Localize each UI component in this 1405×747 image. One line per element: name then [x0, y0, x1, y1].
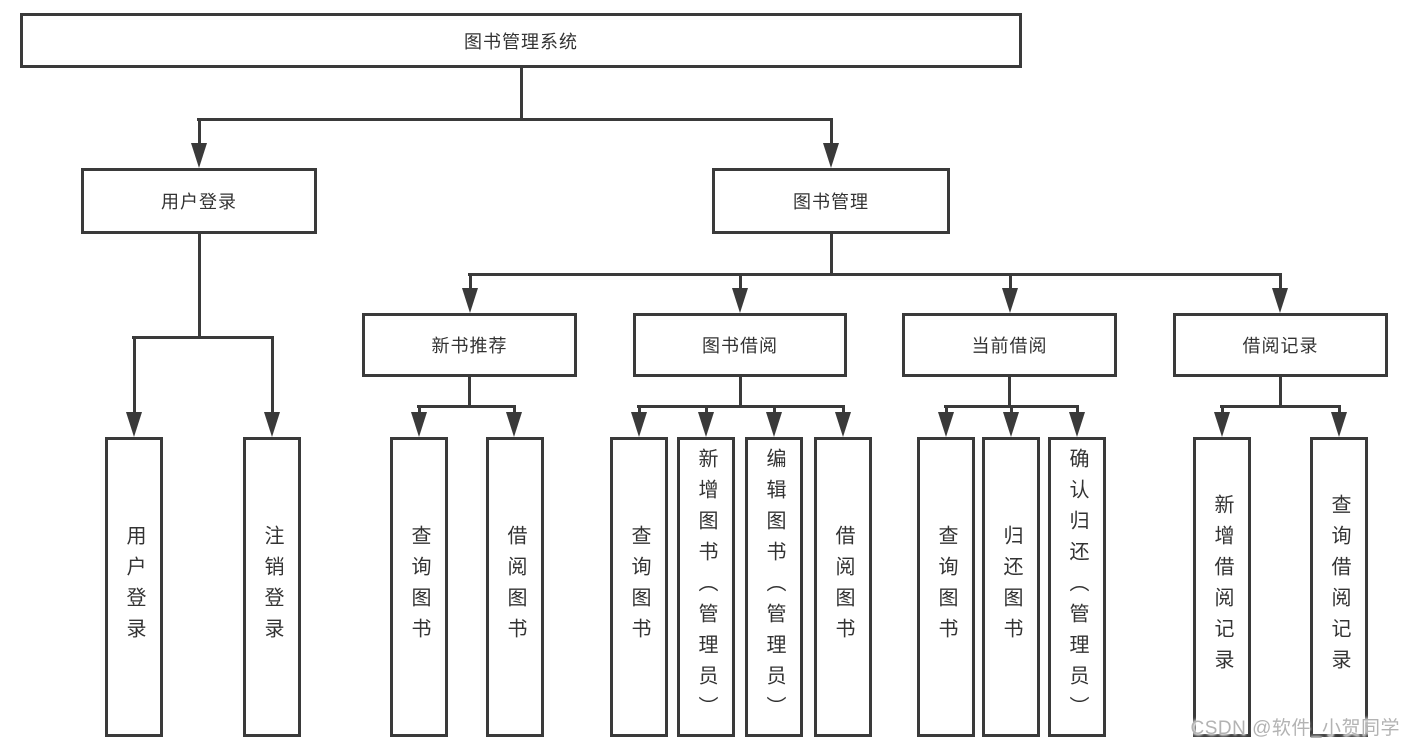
connector-user-login-horizontal	[132, 336, 273, 339]
arrowhead-down-to-query-borrow-record	[1331, 412, 1347, 437]
connector-arrow-shaft	[1278, 273, 1282, 291]
leaf-add-books-admin-box: 新增图书（管理员）	[677, 437, 735, 737]
connector-arrow-shaft	[468, 273, 472, 291]
connector-root-horizontal	[197, 118, 833, 121]
leaf-query-books-borrowing-box: 查询图书	[610, 437, 668, 737]
connector-arrow-shaft	[1220, 405, 1224, 415]
connector-arrow-shaft	[1337, 405, 1341, 415]
connector-arrow-shaft	[1075, 405, 1079, 415]
leaf-edit-books-admin-box: 编辑图书（管理员）	[745, 437, 803, 737]
connector-arrow-shaft	[830, 118, 833, 148]
connector-records-vertical	[1279, 377, 1282, 408]
book-management-box-label: 图书管理	[793, 192, 869, 212]
connector-arrow-shaft	[704, 405, 708, 415]
leaf-query-books-borrowing-label: 查询图书	[628, 525, 650, 649]
current-borrowing-label: 当前借阅	[971, 336, 1048, 356]
arrowhead-down-to-leaf-logout	[264, 412, 280, 437]
arrowhead-down-to-borrowing-records	[1272, 288, 1288, 313]
connector-arrow-shaft	[1009, 405, 1013, 415]
arrowhead-down-to-book-management	[823, 143, 839, 168]
leaf-borrow-books-borrowing-label: 借阅图书	[832, 525, 854, 649]
connector-arrow-shaft	[637, 405, 641, 415]
arrowhead-down-to-leaf-user-login	[126, 412, 142, 437]
arrowhead-down-to-borrow-books-recommend	[506, 412, 522, 437]
user-login-box-label: 用户登录	[161, 192, 237, 212]
connector-root-vertical	[520, 66, 523, 121]
arrowhead-down-to-confirm-return-admin	[1069, 412, 1085, 437]
leaf-add-borrow-record-label: 新增借阅记录	[1211, 494, 1233, 680]
leaf-add-books-admin-label: 新增图书（管理员）	[695, 447, 717, 727]
leaf-query-borrow-record-box: 查询借阅记录	[1310, 437, 1368, 737]
arrowhead-down-to-borrow-books-borrowing	[835, 412, 851, 437]
connector-new-book-vertical	[468, 377, 471, 408]
connector-arrow-shaft	[772, 405, 776, 415]
leaf-return-books-label: 归还图书	[1000, 525, 1022, 649]
leaf-query-books-current-box: 查询图书	[917, 437, 975, 737]
leaf-logout-label: 注销登录	[261, 525, 283, 649]
leaf-logout-box: 注销登录	[243, 437, 301, 737]
current-borrowing-box: 当前借阅	[902, 313, 1117, 377]
connector-current-vertical	[1008, 377, 1011, 408]
leaf-confirm-return-admin-box: 确认归还（管理员）	[1048, 437, 1106, 737]
arrowhead-down-to-book-borrowing	[732, 288, 748, 313]
connector-borrowing-horizontal	[637, 405, 844, 408]
arrowhead-down-to-query-books-borrowing	[631, 412, 647, 437]
leaf-query-books-recommend-box: 查询图书	[390, 437, 448, 737]
leaf-confirm-return-admin-label: 确认归还（管理员）	[1066, 447, 1088, 727]
leaf-query-borrow-record-label: 查询借阅记录	[1328, 494, 1350, 680]
arrowhead-down-to-return-books	[1003, 412, 1019, 437]
leaf-return-books-box: 归还图书	[982, 437, 1040, 737]
connector-arrow-shaft	[271, 336, 274, 416]
connector-new-book-horizontal	[417, 405, 516, 408]
book-management-box: 图书管理	[712, 168, 950, 234]
root-box-label: 图书管理系统	[464, 31, 578, 52]
root-box-library-management-system: 图书管理系统	[20, 13, 1022, 68]
connector-arrow-shaft	[512, 405, 516, 415]
leaf-borrow-books-recommend-label: 借阅图书	[504, 525, 526, 649]
leaf-user-login-box: 用户登录	[105, 437, 163, 737]
leaf-query-books-recommend-label: 查询图书	[408, 525, 430, 649]
leaf-user-login-label: 用户登录	[123, 525, 145, 649]
arrowhead-down-to-new-book-recommend	[462, 288, 478, 313]
connector-arrow-shaft	[133, 336, 136, 416]
leaf-borrow-books-borrowing-box: 借阅图书	[814, 437, 872, 737]
connector-arrow-shaft	[944, 405, 948, 415]
arrowhead-down-to-edit-books-admin	[766, 412, 782, 437]
arrowhead-down-to-add-borrow-record	[1214, 412, 1230, 437]
connector-book-management-vertical	[830, 234, 833, 276]
leaf-edit-books-admin-label: 编辑图书（管理员）	[763, 447, 785, 727]
user-login-box: 用户登录	[81, 168, 317, 234]
book-borrowing-label: 图书借阅	[702, 336, 778, 356]
arrowhead-down-to-user-login	[191, 143, 207, 168]
new-book-recommend-label: 新书推荐	[431, 336, 508, 356]
arrowhead-down-to-query-books-recommend	[411, 412, 427, 437]
connector-arrow-shaft	[841, 405, 845, 415]
new-book-recommend-box: 新书推荐	[362, 313, 577, 377]
leaf-borrow-books-recommend-box: 借阅图书	[486, 437, 544, 737]
connector-records-horizontal	[1220, 405, 1341, 408]
connector-book-management-horizontal	[468, 273, 1282, 276]
leaf-add-borrow-record-box: 新增借阅记录	[1193, 437, 1251, 737]
connector-arrow-shaft	[198, 118, 201, 148]
connector-arrow-shaft	[738, 273, 742, 291]
borrowing-records-box: 借阅记录	[1173, 313, 1388, 377]
csdn-watermark: CSDN @软件_小贺同学	[1190, 718, 1400, 739]
arrowhead-down-to-add-books-admin	[698, 412, 714, 437]
arrowhead-down-to-query-books-current	[938, 412, 954, 437]
borrowing-records-label: 借阅记录	[1242, 336, 1319, 356]
connector-borrowing-vertical	[738, 377, 742, 408]
connector-user-login-vertical	[198, 233, 201, 339]
connector-arrow-shaft	[1008, 273, 1012, 291]
connector-arrow-shaft	[417, 405, 421, 415]
book-borrowing-box: 图书借阅	[633, 313, 847, 377]
arrowhead-down-to-current-borrowing	[1002, 288, 1018, 313]
leaf-query-books-current-label: 查询图书	[935, 525, 957, 649]
